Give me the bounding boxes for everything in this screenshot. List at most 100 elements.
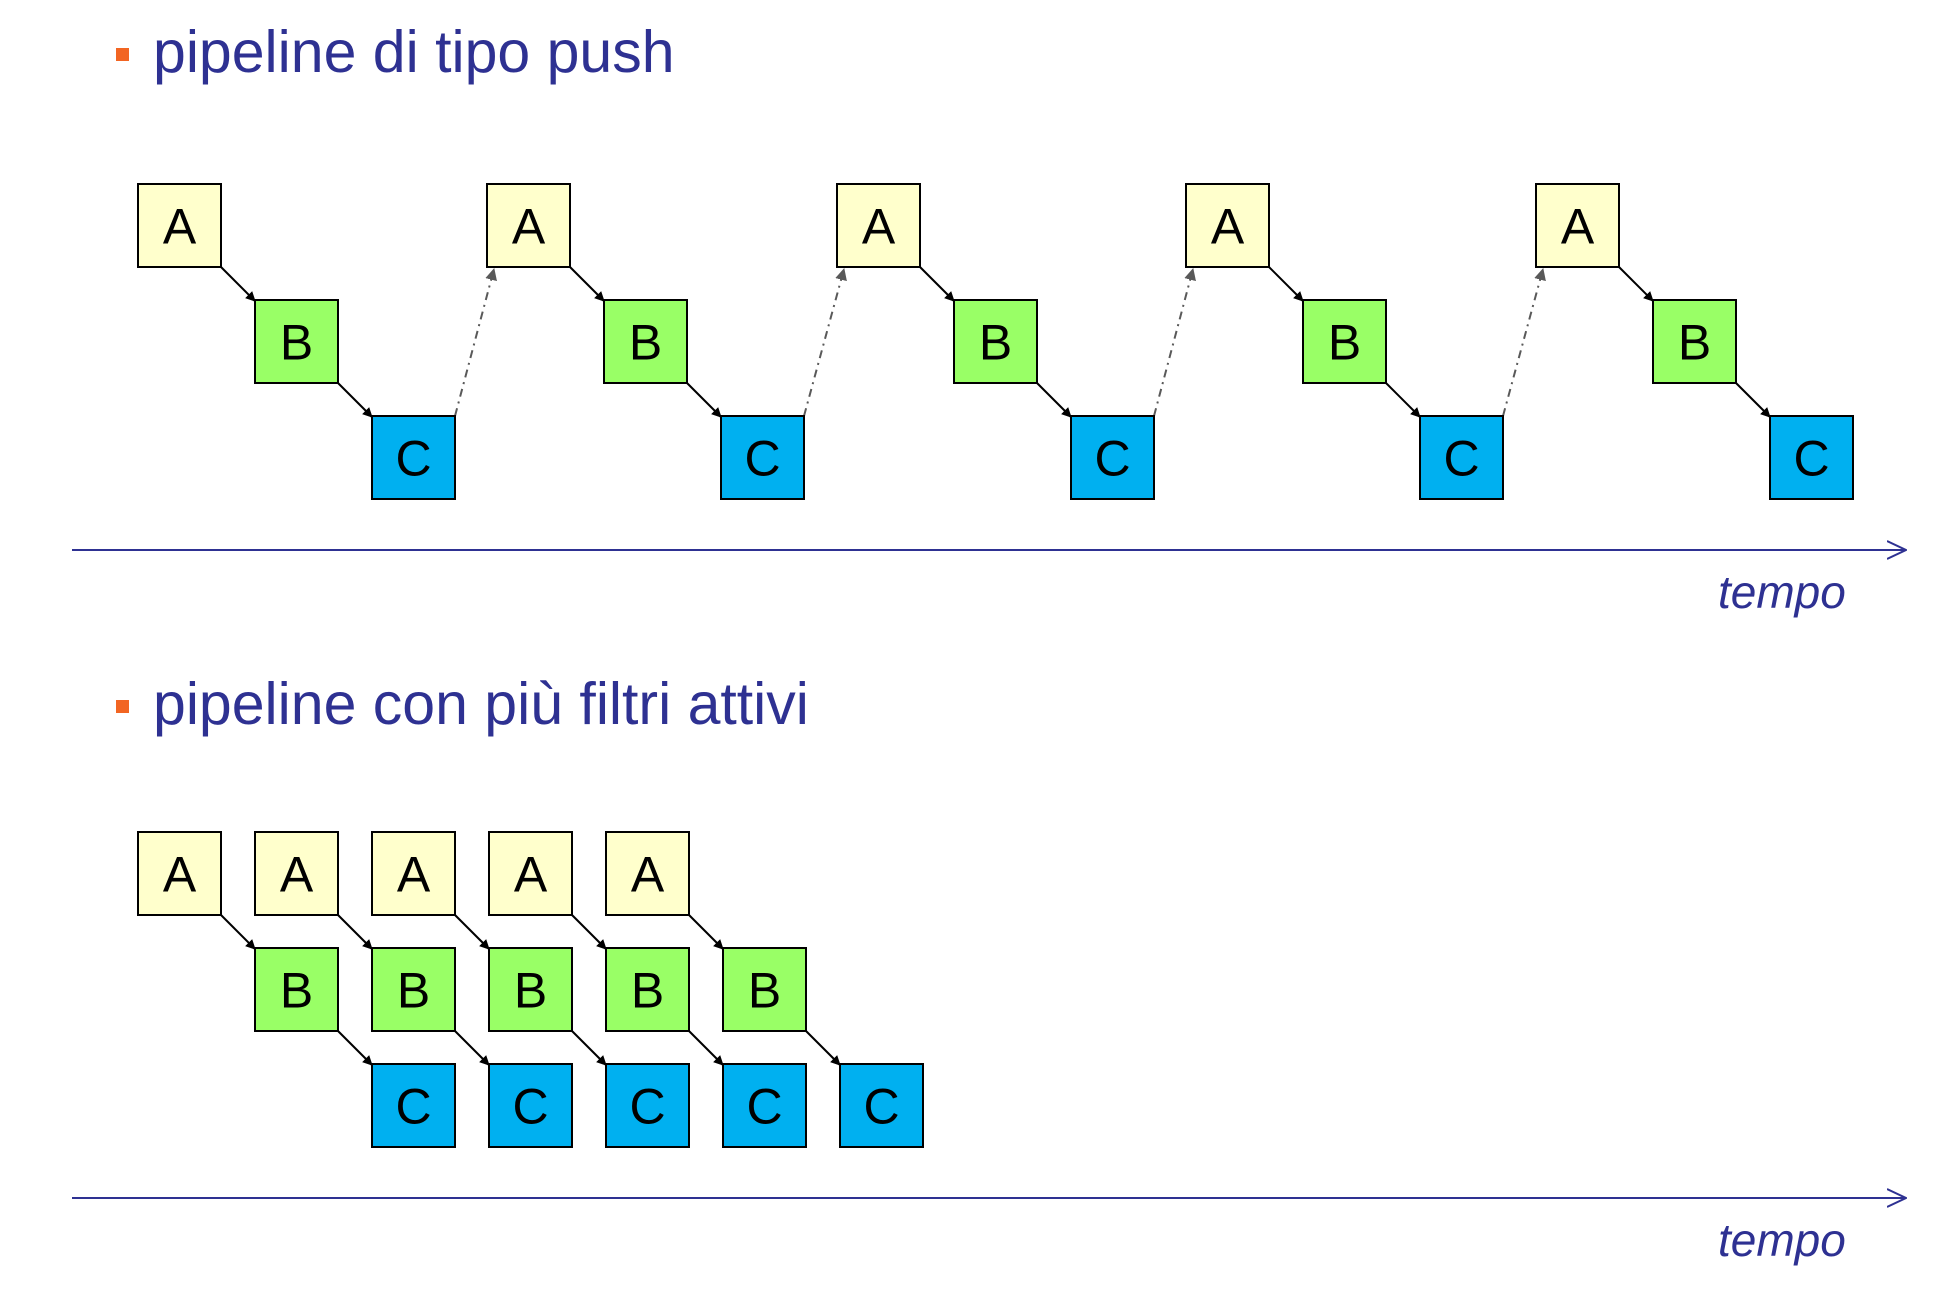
active-filter-b-2-label: B <box>397 963 430 1019</box>
active-filter-a-1: A <box>137 831 222 916</box>
active-filter-b-5-label: B <box>748 963 781 1019</box>
active-filter-b-5: B <box>722 947 807 1032</box>
push-return-arrow-1 <box>454 268 497 417</box>
active-filter-b-3-label: B <box>514 963 547 1019</box>
time-axis-1-label: tempo <box>1718 566 1846 618</box>
active-filter-a-4-rect <box>488 831 573 916</box>
active-filter-a-5-label: A <box>631 847 665 903</box>
push-filter-a-1: A <box>137 183 222 268</box>
active-filter-c-3-label: C <box>629 1079 665 1135</box>
push-filter-c-3-label: C <box>1094 431 1130 487</box>
push-filter-b-3-label: B <box>979 315 1012 371</box>
push-filter-c-4: C <box>1419 415 1504 500</box>
active-filter-c-2-rect <box>488 1063 573 1148</box>
active-filter-a-4-label: A <box>514 847 548 903</box>
push-filter-a-4-rect <box>1185 183 1270 268</box>
active-filter-c-1-label: C <box>395 1079 431 1135</box>
active-filter-c-3-rect <box>605 1063 690 1148</box>
push-filter-c-2: C <box>720 415 805 500</box>
push-filter-a-1-label: A <box>163 199 197 255</box>
push-filter-b-4-rect <box>1302 299 1387 384</box>
push-arrow-2-ab <box>569 266 605 302</box>
push-filter-b-1-label: B <box>280 315 313 371</box>
active-filter-b-4-label: B <box>631 963 664 1019</box>
section-2-title: pipeline con più filtri attivi <box>153 671 809 737</box>
push-filter-c-4-rect <box>1419 415 1504 500</box>
section-1-title: pipeline di tipo push <box>153 19 675 85</box>
active-filter-b-2-rect <box>371 947 456 1032</box>
push-return-arrow-3 <box>1153 268 1196 417</box>
push-arrow-4-ab <box>1268 266 1304 302</box>
active-arrow-5-bc <box>805 1030 841 1066</box>
push-filter-a-3-rect <box>836 183 921 268</box>
push-return-arrow-2 <box>803 268 847 417</box>
section-2-heading: pipeline con più filtri attivi <box>116 666 809 742</box>
push-filter-b-1-rect <box>254 299 339 384</box>
push-filter-c-3-rect <box>1070 415 1155 500</box>
push-filter-c-5-rect <box>1769 415 1854 500</box>
active-filter-c-5: C <box>839 1063 924 1148</box>
push-filter-c-4-label: C <box>1443 431 1479 487</box>
active-filter-a-1-rect <box>137 831 222 916</box>
push-filter-a-2-rect <box>486 183 571 268</box>
push-filter-c-1: C <box>371 415 456 500</box>
active-filter-b-2: B <box>371 947 456 1032</box>
push-filter-b-5: B <box>1652 299 1737 384</box>
active-arrow-2-bc <box>454 1030 490 1066</box>
active-arrow-1-bc <box>337 1030 373 1066</box>
push-filter-b-4-label: B <box>1328 315 1361 371</box>
active-filter-c-5-label: C <box>863 1079 899 1135</box>
section-1-heading: pipeline di tipo push <box>116 14 675 90</box>
active-filter-b-1-label: B <box>280 963 313 1019</box>
active-filter-c-5-rect <box>839 1063 924 1148</box>
push-filter-c-1-rect <box>371 415 456 500</box>
push-filter-b-4: B <box>1302 299 1387 384</box>
push-filter-b-2-rect <box>603 299 688 384</box>
active-arrow-2-ab <box>337 914 373 950</box>
push-filter-c-5: C <box>1769 415 1854 500</box>
active-filter-b-5-rect <box>722 947 807 1032</box>
bullet-icon <box>116 699 129 713</box>
active-filter-c-4-rect <box>722 1063 807 1148</box>
push-filter-c-2-rect <box>720 415 805 500</box>
push-filter-b-1: B <box>254 299 339 384</box>
push-arrow-1-bc <box>337 382 373 418</box>
push-arrow-3-bc <box>1036 382 1072 418</box>
active-filter-c-3: C <box>605 1063 690 1148</box>
active-filter-b-1-rect <box>254 947 339 1032</box>
active-filter-a-2: A <box>254 831 339 916</box>
active-filter-a-3: A <box>371 831 456 916</box>
active-arrow-3-ab <box>454 914 490 950</box>
push-arrow-3-ab <box>919 266 955 302</box>
active-filter-b-3-rect <box>488 947 573 1032</box>
push-filter-a-5-rect <box>1535 183 1620 268</box>
push-arrow-2-bc <box>686 382 722 418</box>
push-filter-b-5-rect <box>1652 299 1737 384</box>
push-arrow-4-bc <box>1385 382 1421 418</box>
active-filter-b-1: B <box>254 947 339 1032</box>
push-filter-a-2: A <box>486 183 571 268</box>
push-filter-a-5-label: A <box>1561 199 1595 255</box>
push-filter-b-2-label: B <box>629 315 662 371</box>
active-arrow-3-bc <box>571 1030 607 1066</box>
active-filter-c-2: C <box>488 1063 573 1148</box>
active-arrow-5-ab <box>688 914 724 950</box>
push-filter-a-1-rect <box>137 183 222 268</box>
time-axis-2-label: tempo <box>1718 1214 1846 1266</box>
push-arrow-1-ab <box>220 266 256 302</box>
push-filter-b-2: B <box>603 299 688 384</box>
push-filter-a-5: A <box>1535 183 1620 268</box>
push-filter-a-3-label: A <box>862 199 896 255</box>
push-filter-c-1-label: C <box>395 431 431 487</box>
active-filter-a-2-rect <box>254 831 339 916</box>
active-filter-a-2-label: A <box>280 847 314 903</box>
push-filter-b-5-label: B <box>1678 315 1711 371</box>
active-filter-a-5-rect <box>605 831 690 916</box>
push-arrow-5-ab <box>1618 266 1654 302</box>
push-return-arrow-4 <box>1502 268 1546 417</box>
active-filter-b-4-rect <box>605 947 690 1032</box>
push-filter-a-2-label: A <box>512 199 546 255</box>
active-arrow-1-ab <box>220 914 256 950</box>
push-filter-a-3: A <box>836 183 921 268</box>
